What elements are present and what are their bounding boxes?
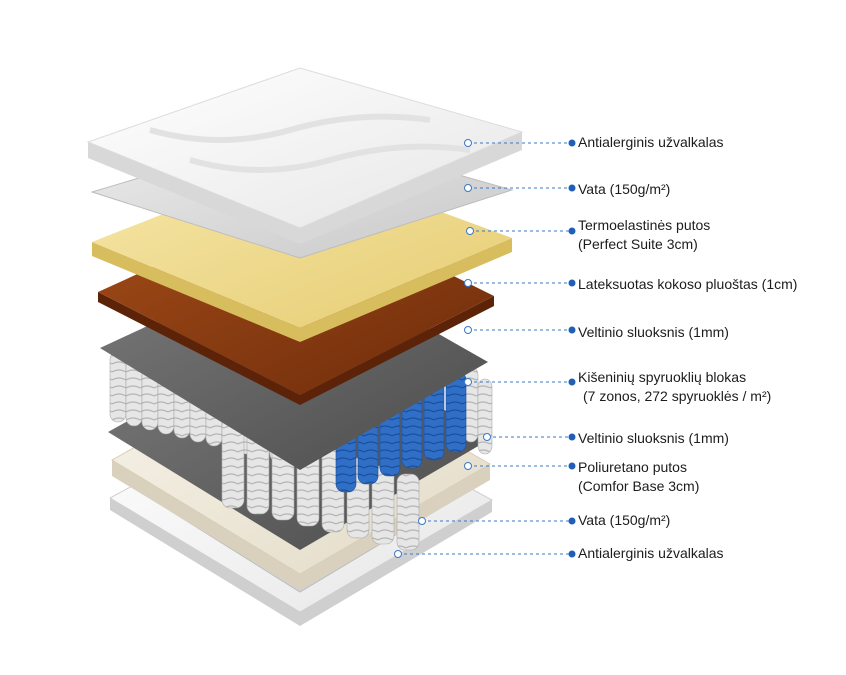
label-text: Vata (150g/m²) bbox=[578, 512, 671, 528]
label-cotton-top: Vata (150g/m²) bbox=[578, 180, 670, 199]
leader-anchor-dot bbox=[483, 433, 491, 441]
leader-end-dot bbox=[568, 550, 576, 558]
label-text: Lateksuotas kokoso pluoštas (1cm) bbox=[578, 276, 798, 292]
label-text: Termoelastinės putos bbox=[578, 217, 711, 233]
leader-end-dot bbox=[568, 184, 576, 192]
leader-anchor-dot bbox=[464, 378, 472, 386]
leader-anchor-dot bbox=[466, 227, 474, 235]
label-text: Antialerginis užvalkalas bbox=[578, 545, 724, 561]
leader-end-dot bbox=[568, 279, 576, 287]
white-spring-coil bbox=[109, 351, 127, 423]
label-text: Antialerginis užvalkalas bbox=[578, 134, 724, 150]
leader-end-dot bbox=[568, 326, 576, 334]
leader-anchor-dot bbox=[394, 550, 402, 558]
leader-anchor-dot bbox=[464, 462, 472, 470]
label-text: Vata (150g/m²) bbox=[578, 181, 671, 197]
label-felt-top: Veltinio sluoksnis (1mm) bbox=[578, 323, 729, 342]
label-poly-foam: Poliuretano putos (Comfor Base 3cm) bbox=[578, 458, 699, 496]
leader-end-dot bbox=[568, 517, 576, 525]
leader-end-dot bbox=[568, 227, 576, 235]
label-text: Kišeninių spyruoklių blokas bbox=[578, 369, 747, 385]
leader-anchor-dot bbox=[464, 279, 472, 287]
label-text: (7 zonos, 272 spyruoklės / m²) bbox=[583, 388, 772, 404]
leader-end-dot bbox=[568, 462, 576, 470]
label-text: (Comfor Base 3cm) bbox=[578, 478, 700, 494]
label-felt-bottom: Veltinio sluoksnis (1mm) bbox=[578, 429, 729, 448]
white-spring-coil bbox=[477, 378, 493, 455]
leader-end-dot bbox=[568, 139, 576, 147]
label-text: Veltinio sluoksnis (1mm) bbox=[578, 324, 729, 340]
leader-anchor-dot bbox=[464, 139, 472, 147]
leader-anchor-dot bbox=[464, 326, 472, 334]
label-bottom-cover: Antialerginis užvalkalas bbox=[578, 544, 724, 563]
label-thermo-foam: Termoelastinės putos (Perfect Suite 3cm) bbox=[578, 216, 710, 254]
label-text: (Perfect Suite 3cm) bbox=[578, 236, 698, 252]
leader-anchor-dot bbox=[418, 517, 426, 525]
label-text: Veltinio sluoksnis (1mm) bbox=[578, 430, 729, 446]
white-spring-coil bbox=[396, 473, 420, 551]
label-top-cover: Antialerginis užvalkalas bbox=[578, 133, 724, 152]
top-cover-layer bbox=[86, 67, 524, 244]
label-coconut: Lateksuotas kokoso pluoštas (1cm) bbox=[578, 275, 797, 294]
label-cotton-bottom: Vata (150g/m²) bbox=[578, 511, 670, 530]
label-text: Poliuretano putos bbox=[578, 459, 687, 475]
callout-leaders bbox=[394, 139, 576, 558]
leader-end-dot bbox=[568, 378, 576, 386]
label-springs: Kišeninių spyruoklių blokas (7 zonos, 27… bbox=[578, 368, 771, 406]
leader-end-dot bbox=[568, 433, 576, 441]
leader-anchor-dot bbox=[464, 184, 472, 192]
